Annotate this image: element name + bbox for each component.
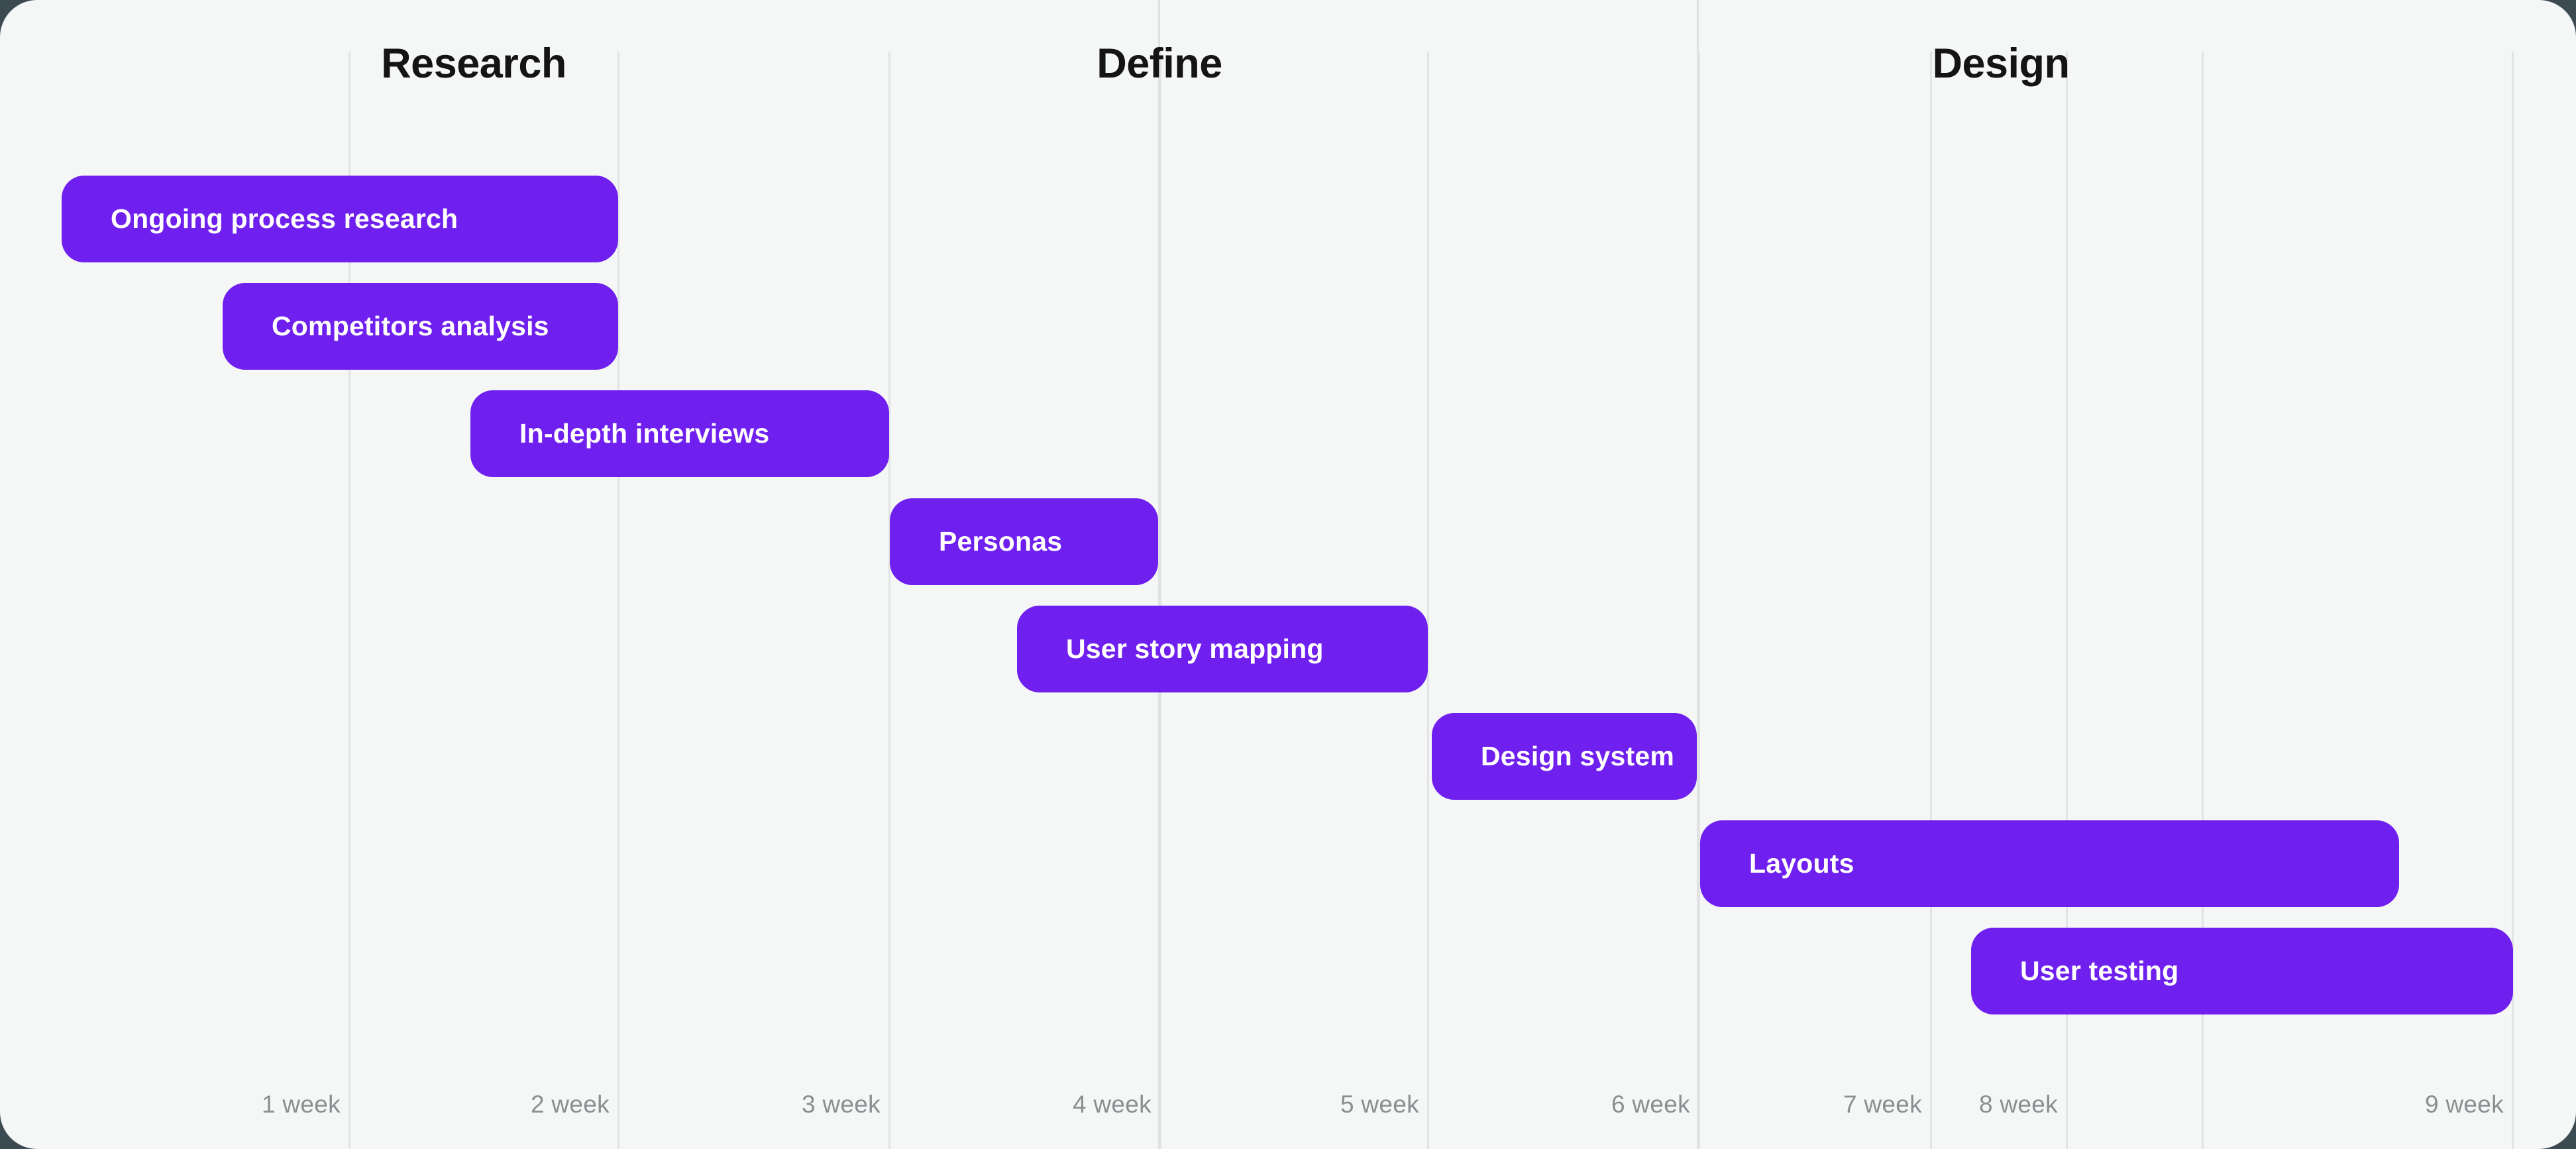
week-axis-label: 3 week	[801, 1091, 881, 1118]
gantt-bar[interactable]: Layouts	[1700, 820, 2399, 907]
gantt-bar-label: Ongoing process research	[111, 203, 458, 234]
week-axis-label: 5 week	[1340, 1091, 1419, 1118]
week-gridline	[1930, 52, 1932, 1149]
week-gridline	[888, 52, 890, 1149]
gantt-bar-label: Competitors analysis	[272, 311, 549, 341]
gantt-bar[interactable]: User story mapping	[1017, 606, 1428, 692]
gantt-bar-label: Design system	[1481, 741, 1675, 771]
week-axis-label: 8 week	[1978, 1091, 2058, 1118]
gantt-bar-label: User testing	[2020, 956, 2179, 986]
week-gridline	[1427, 52, 1429, 1149]
phase-divider-line	[1697, 0, 1699, 1149]
week-axis-label: 2 week	[530, 1091, 610, 1118]
week-axis-label: 4 week	[1072, 1091, 1152, 1118]
gantt-bar[interactable]: In-depth interviews	[470, 390, 889, 477]
phase-divider-line	[1158, 0, 1160, 1149]
gantt-bar[interactable]: Ongoing process research	[62, 176, 618, 262]
gantt-bar-label: User story mapping	[1066, 633, 1324, 664]
week-gridline	[1159, 52, 1161, 1149]
phase-header-research: Research	[381, 40, 566, 87]
gantt-bar-label: In-depth interviews	[519, 418, 770, 449]
week-axis-label: 6 week	[1611, 1091, 1690, 1118]
gantt-bar-label: Layouts	[1749, 848, 1854, 879]
gantt-bar[interactable]: Design system	[1432, 713, 1697, 800]
gantt-bar[interactable]: Competitors analysis	[223, 283, 618, 370]
week-axis-label: 9 week	[2424, 1091, 2504, 1118]
week-gridline	[1698, 52, 1700, 1149]
phase-header-design: Design	[1932, 40, 2070, 87]
week-axis-label: 7 week	[1843, 1091, 1922, 1118]
phase-header-define: Define	[1097, 40, 1222, 87]
gantt-bar[interactable]: User testing	[1971, 928, 2513, 1014]
gantt-bar-label: Personas	[939, 526, 1063, 557]
gantt-bar[interactable]: Personas	[890, 498, 1158, 585]
week-axis-label: 1 week	[261, 1091, 341, 1118]
